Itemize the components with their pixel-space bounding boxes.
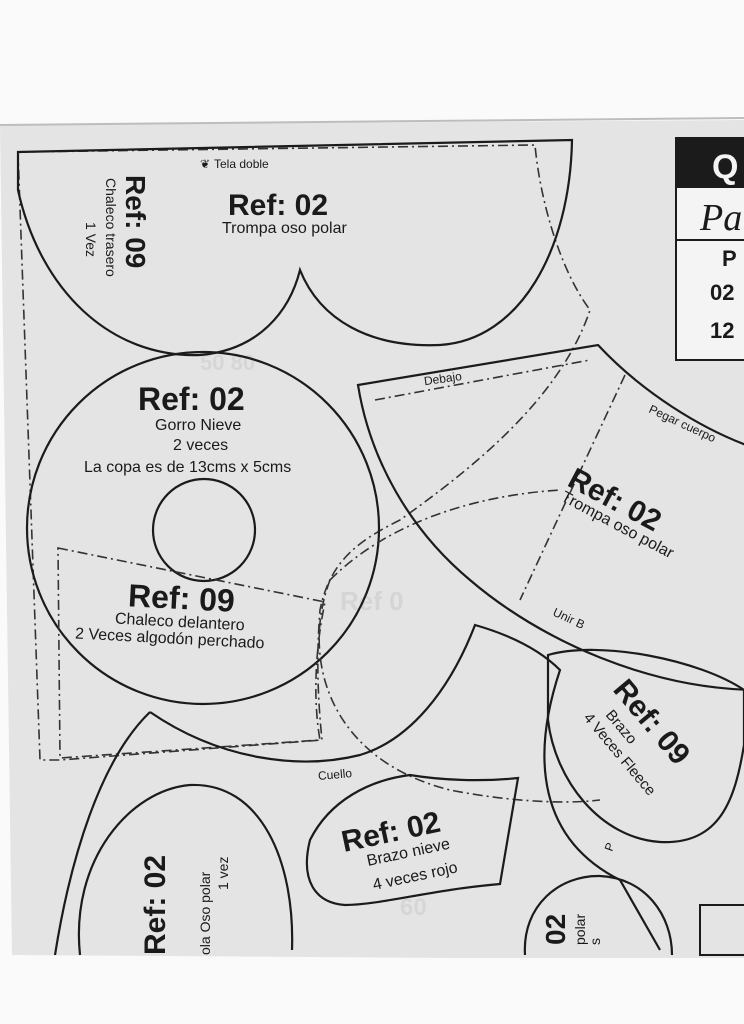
chaleco-trasero-outline (17, 144, 591, 761)
guide-arc (318, 489, 601, 803)
scan-bottom-margin (0, 958, 744, 1024)
cola-ref: Ref: 02 (139, 855, 172, 955)
corner-frame (699, 904, 744, 956)
bleed-through-text: Ref 0 (340, 586, 404, 616)
cuello-piece (53, 623, 661, 956)
trompa-top-ref: Ref: 02 (228, 189, 328, 222)
chaleco-delantero-outline (57, 547, 326, 759)
gorro-inner-circle (151, 477, 257, 583)
trompa-top-mark: ❦ Tela doble (200, 157, 269, 171)
corner-info-box: Q Pa P 02 12 (675, 137, 744, 361)
trompa-right-piece (356, 343, 744, 691)
corner-line-1: P (722, 246, 737, 271)
cola-qty: 1 vez (215, 857, 231, 890)
chaleco-delantero-ref: Ref: 09 (127, 577, 235, 619)
corner-header: Q (712, 148, 738, 186)
gorro-circle (25, 350, 381, 706)
gorro-name: Gorro Nieve (155, 417, 241, 434)
trompa-top-piece (16, 138, 574, 357)
cola-piece (77, 783, 294, 956)
tela-doble-label: Tela doble (214, 157, 269, 171)
bottom-right-ref: 02 (540, 914, 571, 945)
corner-line-3: 12 (710, 318, 734, 343)
bottom-right-piece (523, 874, 674, 956)
chaleco-delantero-name: Chaleco delantero (114, 611, 245, 635)
corner-line-2: 02 (710, 280, 734, 305)
gorro-ref: Ref: 02 (138, 381, 245, 417)
debajo-label: Debajo (423, 369, 463, 388)
corner-script: Pa (699, 197, 742, 239)
brazo-fleece-piece (546, 648, 744, 844)
chaleco-trasero-qty: 1 Vez (83, 222, 99, 257)
trompa-right-inner (374, 359, 626, 601)
bottom-right-qty: s (587, 938, 603, 945)
trompa-top-name: Trompa oso polar (222, 220, 347, 237)
gorro-note: La copa es de 13cms x 5cms (84, 459, 291, 476)
chaleco-trasero-ref: Ref: 09 (120, 175, 151, 268)
cuello-label: Cuello (317, 766, 352, 783)
chaleco-trasero-name: Chaleco trasero (103, 178, 119, 277)
cola-name: ola Oso polar (197, 871, 213, 955)
gorro-qty: 2 veces (173, 437, 228, 454)
bottom-right-name: polar (572, 914, 588, 945)
brazo-nieve-piece (305, 773, 520, 907)
double-heart-icon: ❦ (200, 157, 210, 171)
